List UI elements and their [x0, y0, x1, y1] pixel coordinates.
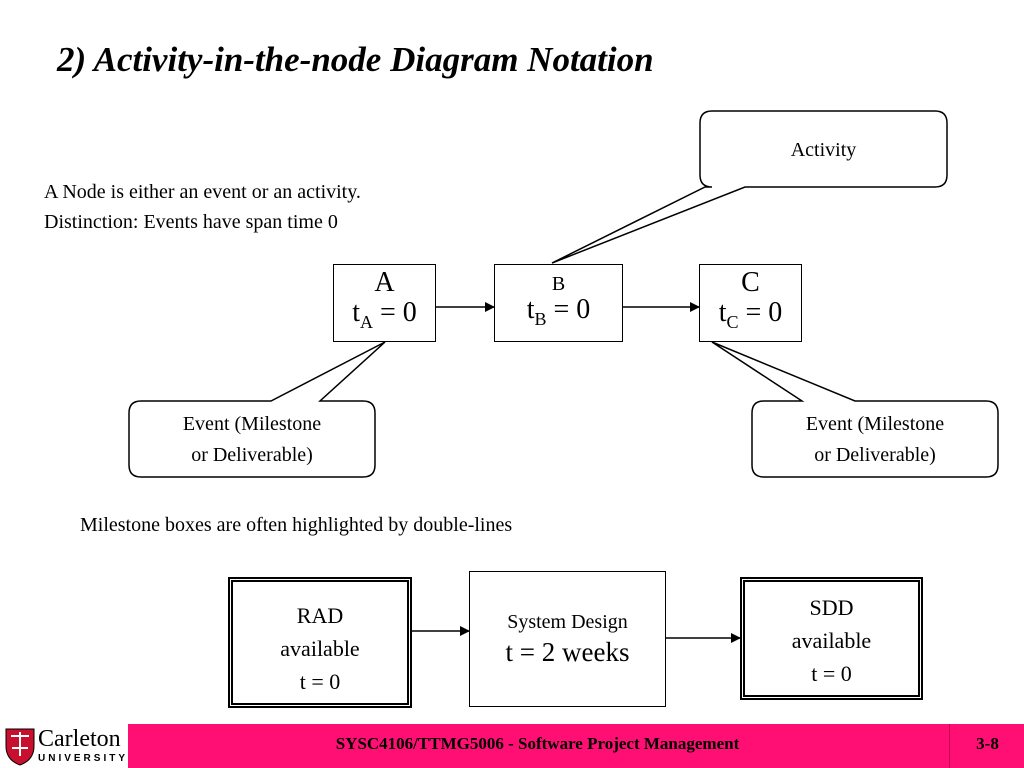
slide-title: 2) Activity-in-the-node Diagram Notation	[57, 40, 654, 79]
node-c-name: C	[741, 267, 760, 298]
rad-label: RAD	[296, 603, 344, 628]
footer-course: SYSC4106/TTMG5006 - Software Project Man…	[335, 734, 740, 753]
rad-available: available	[280, 636, 360, 661]
node-b-time: tB = 0	[526, 294, 591, 329]
footer-page-number: 3-8	[949, 724, 1024, 768]
sdd-time: t = 0	[811, 661, 852, 686]
node-b-name: B	[551, 273, 566, 295]
system-design-time: t = 2 weeks	[505, 637, 630, 667]
event-right-line-2: or Deliverable)	[814, 444, 936, 466]
system-design-label: System Design	[507, 611, 628, 633]
intro-line-2: Distinction: Events have span time 0	[44, 211, 338, 233]
intro-line-1: A Node is either an event or an activity…	[44, 181, 361, 203]
activity-callout	[551, 110, 948, 264]
rad-time: t = 0	[299, 669, 341, 694]
rad-milestone-box: RAD available t = 0	[228, 577, 412, 708]
event-callout-right	[711, 341, 999, 478]
event-left-line-2: or Deliverable)	[191, 444, 313, 466]
footer-bar: SYSC4106/TTMG5006 - Software Project Man…	[128, 724, 1024, 768]
crest-icon	[5, 728, 35, 766]
event-callout-left	[128, 341, 386, 478]
node-a-name: A	[374, 267, 395, 298]
system-design-box: System Design t = 2 weeks	[469, 571, 666, 707]
event-left-line-1: Event (Milestone	[182, 413, 322, 435]
sdd-available: available	[791, 628, 872, 653]
event-right-line-1: Event (Milestone	[805, 413, 945, 435]
university-logo	[0, 722, 128, 768]
activity-callout-label: Activity	[790, 139, 857, 161]
university-name: Carleton	[38, 726, 121, 752]
node-a-time: tA = 0	[352, 297, 417, 332]
node-c-time: tC = 0	[718, 297, 783, 332]
sdd-label: SDD	[809, 595, 854, 620]
sdd-milestone-box: SDD available t = 0	[740, 577, 923, 700]
node-c: C tC = 0	[699, 264, 802, 342]
node-a: A tA = 0	[333, 264, 436, 342]
milestone-note: Milestone boxes are often highlighted by…	[80, 514, 513, 536]
node-b: B tB = 0	[494, 264, 623, 342]
university-subtitle: UNIVERSITY	[38, 753, 129, 764]
